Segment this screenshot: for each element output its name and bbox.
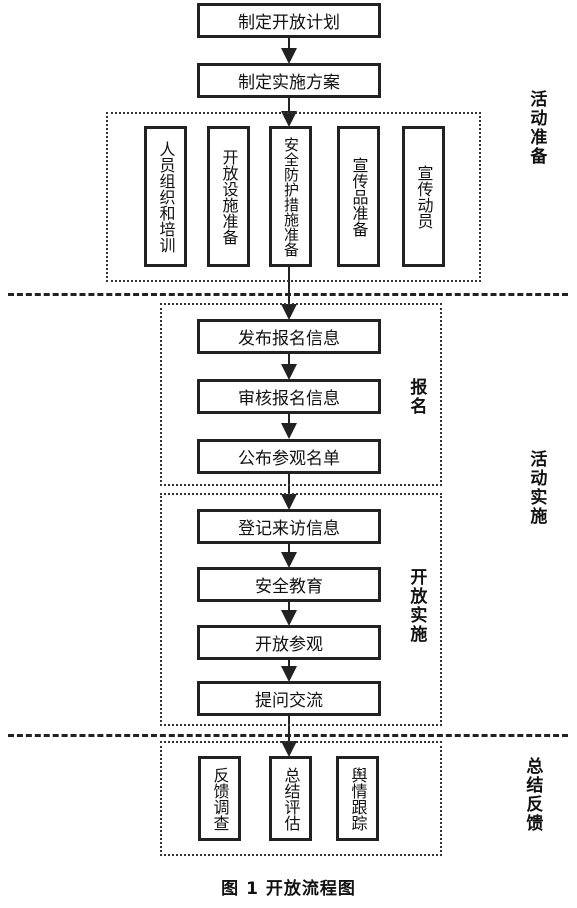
step-announce-list: 公布参观名单 — [197, 439, 381, 474]
divider-prep-impl — [8, 293, 568, 296]
step-publish-info-label: 发布报名信息 — [238, 329, 340, 349]
step-scheme: 制定实施方案 — [197, 63, 381, 98]
step-qa: 提问交流 — [197, 681, 381, 716]
section-label-open-impl: 开放实施 — [406, 568, 427, 644]
step-announce-list-label: 公布参观名单 — [238, 449, 340, 469]
group-signup — [160, 303, 442, 486]
group-open-impl — [160, 493, 442, 726]
step-qa-label: 提问交流 — [255, 691, 323, 711]
section-label-activity-impl: 活动实施 — [526, 450, 547, 526]
section-label-activity-prep: 活动准备 — [526, 90, 547, 166]
feedback-item-evaluation-label: 总结评估 — [281, 766, 301, 831]
feedback-item-survey: 反馈调查 — [198, 756, 241, 841]
prep-item-mobilization: 宣传动员 — [402, 126, 445, 267]
prep-item-materials-label: 宣传品准备 — [349, 156, 369, 237]
group-activity-prep — [106, 112, 481, 282]
prep-item-facilities-label: 开放设施准备 — [219, 148, 239, 245]
prep-item-safety-label: 安全防护措施准备 — [282, 136, 300, 257]
step-publish-info: 发布报名信息 — [197, 319, 381, 354]
feedback-item-opinion-label: 舆情跟踪 — [348, 766, 368, 831]
section-label-summary-feedback: 总结反馈 — [522, 757, 543, 833]
feedback-item-opinion: 舆情跟踪 — [336, 756, 379, 841]
divider-impl-feedback — [8, 734, 568, 737]
prep-item-facilities: 开放设施准备 — [207, 126, 250, 267]
step-review-info: 审核报名信息 — [197, 379, 381, 414]
step-review-info-label: 审核报名信息 — [238, 389, 340, 409]
prep-item-staff: 人员组织和培训 — [144, 126, 187, 267]
step-plan: 制定开放计划 — [197, 3, 381, 38]
figure-caption: 图 1 开放流程图 — [221, 879, 356, 899]
prep-item-staff-label: 人员组织和培训 — [156, 140, 176, 253]
section-label-signup: 报名 — [406, 378, 427, 416]
step-register-visitors-label: 登记来访信息 — [238, 519, 340, 539]
prep-item-materials: 宣传品准备 — [337, 126, 380, 267]
feedback-item-survey-label: 反馈调查 — [210, 766, 230, 831]
group-summary-feedback — [160, 741, 442, 856]
step-scheme-label: 制定实施方案 — [238, 73, 340, 93]
feedback-item-evaluation: 总结评估 — [269, 756, 312, 841]
step-plan-label: 制定开放计划 — [238, 13, 340, 33]
prep-item-safety: 安全防护措施准备 — [269, 126, 312, 267]
prep-item-mobilization-label: 宣传动员 — [414, 164, 434, 229]
step-safety-education: 安全教育 — [197, 567, 381, 602]
step-register-visitors: 登记来访信息 — [197, 509, 381, 544]
step-open-visit-label: 开放参观 — [255, 635, 323, 655]
step-safety-education-label: 安全教育 — [255, 577, 323, 597]
step-open-visit: 开放参观 — [197, 625, 381, 660]
